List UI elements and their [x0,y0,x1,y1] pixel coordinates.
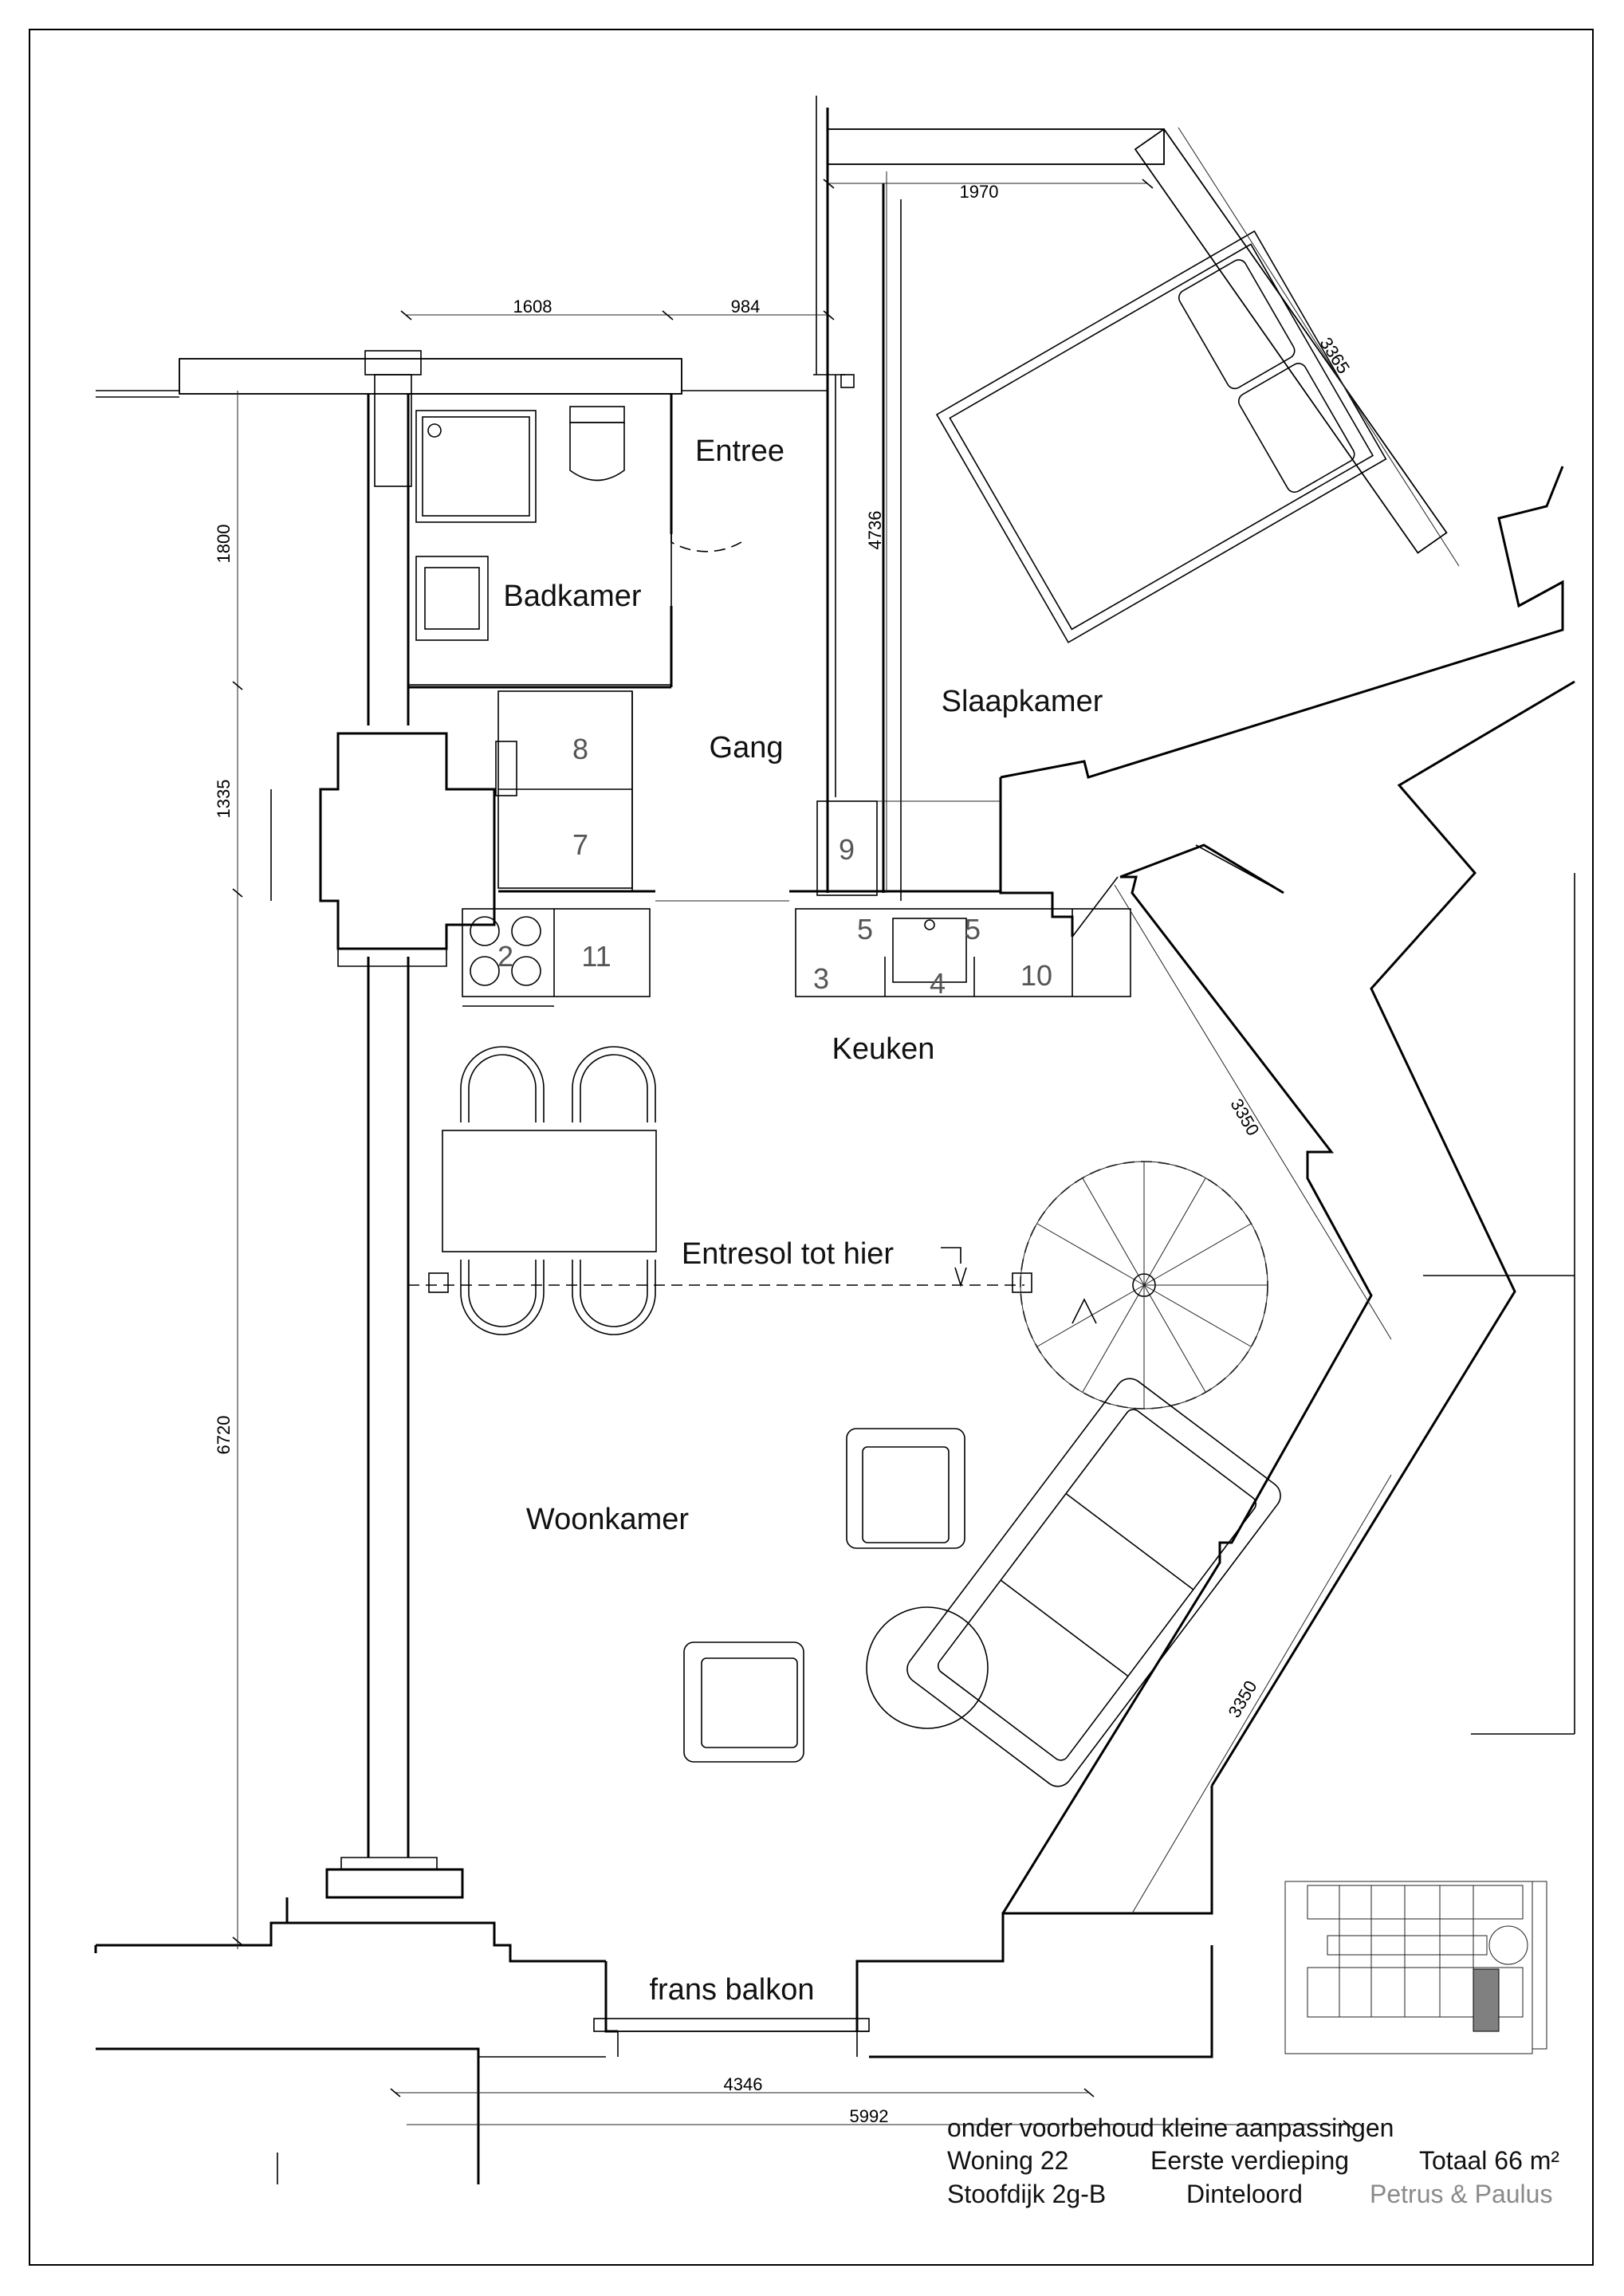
item-4: 4 [930,967,946,1000]
label-gang: Gang [710,731,784,765]
armchair-1 [846,1428,965,1549]
armchair-2 [683,1641,804,1763]
footer-totaal: Totaal 66 m² [1419,2146,1560,2175]
item-11: 11 [581,940,611,973]
toilet [569,406,625,482]
dim-3350-upper: 3350 [1226,1095,1263,1139]
truss-beam-top-right [827,128,1165,165]
item-3: 3 [813,962,829,995]
interior-walls [407,96,1001,902]
dim-6720: 6720 [214,1416,234,1455]
truss-beam-top-left [96,358,682,398]
dim-4346: 4346 [724,2074,763,2094]
page-frame [29,29,1594,2266]
item-10: 10 [1020,959,1052,992]
dining-chairs [460,1046,656,1335]
entresol-line [408,1247,1032,1293]
dim-4736: 4736 [865,511,885,550]
dimension-lines [237,127,1460,2125]
item-5-right: 5 [965,913,981,946]
unit-highlight [1473,1968,1500,2032]
vent-block [364,350,422,375]
dim-1335: 1335 [214,780,234,819]
sofa [906,1378,1281,1787]
item-9: 9 [839,833,855,866]
label-entree: Entree [695,434,784,468]
bed [935,230,1387,643]
truss-beam-diagonal [1134,128,1448,554]
footer-brand: Petrus & Paulus [1370,2180,1553,2208]
dim-1970: 1970 [960,182,999,202]
footer-verdieping: Eerste verdieping [1150,2146,1350,2175]
label-badkamer: Badkamer [503,580,642,613]
door-swing-entree [670,534,742,552]
washbasin [415,556,489,641]
label-slaapkamer: Slaapkamer [942,685,1103,718]
item-7: 7 [572,828,588,861]
kitchen-counter-left [462,908,651,1007]
footer-note: onder voorbehoud kleine aanpassingen [947,2113,1394,2142]
item-2: 2 [497,940,513,973]
kitchen-counter-right [795,908,1131,997]
dim-984: 984 [731,297,761,316]
spiral-staircase [1020,1161,1268,1409]
footer-woning: Woning 22 [947,2146,1069,2175]
vent-duct [374,374,412,487]
item-5-left: 5 [857,913,873,946]
label-frans-balkon: frans balkon [649,1973,814,2007]
dim-1608: 1608 [513,297,552,316]
key-plan-locator [1284,1881,1547,2054]
label-woonkamer: Woonkamer [526,1503,690,1536]
coffee-table [866,1606,989,1729]
shower [415,410,537,523]
label-keuken: Keuken [832,1032,935,1066]
dim-3365: 3365 [1315,334,1354,378]
footer-plaats: Dinteloord [1186,2180,1303,2208]
item-8: 8 [572,733,588,765]
label-entresol: Entresol tot hier [682,1237,894,1271]
dimension-ticks [232,179,1354,2129]
dim-5992: 5992 [850,2106,889,2126]
footer-adres: Stoofdijk 2g-B [947,2180,1107,2208]
dining-table [442,1130,657,1252]
dim-1800: 1800 [214,525,234,564]
